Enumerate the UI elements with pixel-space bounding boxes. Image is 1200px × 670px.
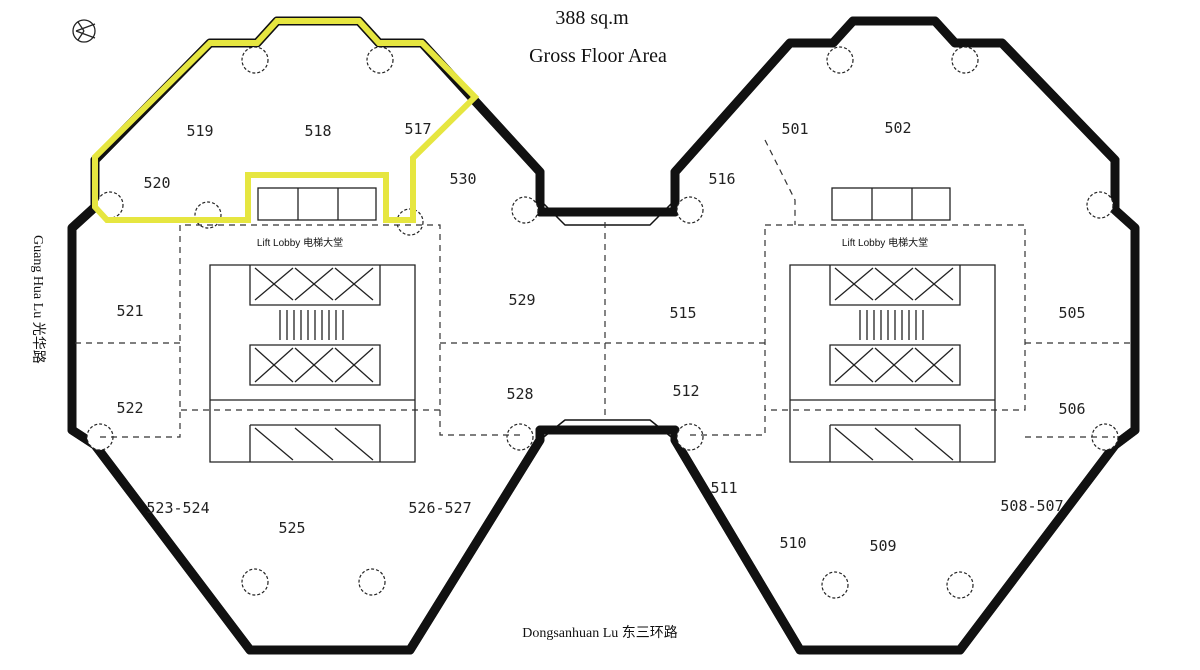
room-label-501[interactable]: 501 — [781, 120, 808, 138]
room-label-506[interactable]: 506 — [1058, 400, 1085, 418]
column-icon — [826, 46, 854, 74]
room-label-512[interactable]: 512 — [672, 382, 699, 400]
column-icon — [194, 201, 222, 229]
lift-lobby-left-label: Lift Lobby 电梯大堂 — [257, 236, 343, 249]
partition-lines — [75, 139, 1135, 438]
column-icon — [676, 423, 704, 451]
column-icon — [506, 423, 534, 451]
room-label-516[interactable]: 516 — [708, 170, 735, 188]
highlighted-unit-boundary[interactable] — [92, 18, 480, 223]
room-label-525[interactable]: 525 — [278, 519, 305, 537]
lift-lobby-right-label: Lift Lobby 电梯大堂 — [842, 236, 928, 249]
room-label-529[interactable]: 529 — [508, 291, 535, 309]
column-icon — [241, 568, 269, 596]
room-label-515[interactable]: 515 — [669, 304, 696, 322]
room-label-517[interactable]: 517 — [404, 120, 431, 138]
room-label-520[interactable]: 520 — [143, 174, 170, 192]
room-label-522[interactable]: 522 — [116, 399, 143, 417]
room-label-523-524[interactable]: 523-524 — [146, 499, 209, 517]
left-tower-outline — [67, 16, 1140, 655]
column-icon — [511, 196, 539, 224]
gross-floor-area-label: Gross Floor Area — [529, 45, 667, 67]
left-street-label: Guang Hua Lu 光华路 — [30, 235, 46, 364]
room-label-518[interactable]: 518 — [304, 122, 331, 140]
room-label-509[interactable]: 509 — [869, 537, 896, 555]
room-label-502[interactable]: 502 — [884, 119, 911, 137]
room-label-508-507[interactable]: 508-507 — [1000, 497, 1063, 515]
room-label-510[interactable]: 510 — [779, 534, 806, 552]
room-label-526-527[interactable]: 526-527 — [408, 499, 471, 517]
service-core — [209, 264, 416, 463]
column-icon — [366, 46, 394, 74]
area-label: 388 sq.m — [555, 7, 629, 29]
service-core — [789, 264, 996, 463]
north-arrow-icon — [72, 19, 96, 43]
room-label-505[interactable]: 505 — [1058, 304, 1085, 322]
room-label-530[interactable]: 530 — [449, 170, 476, 188]
column-icon — [358, 568, 386, 596]
room-label-528[interactable]: 528 — [506, 385, 533, 403]
room-label-511[interactable]: 511 — [710, 479, 737, 497]
column-icon — [821, 571, 849, 599]
room-label-521[interactable]: 521 — [116, 302, 143, 320]
room-label-519[interactable]: 519 — [186, 122, 213, 140]
column-icon — [946, 571, 974, 599]
column-icon — [676, 196, 704, 224]
column-icon — [1086, 191, 1114, 219]
column-icon — [951, 46, 979, 74]
bottom-street-label: Dongsanhuan Lu 东三环路 — [522, 625, 678, 641]
top-lift-cars — [257, 187, 951, 221]
column-icon — [241, 46, 269, 74]
